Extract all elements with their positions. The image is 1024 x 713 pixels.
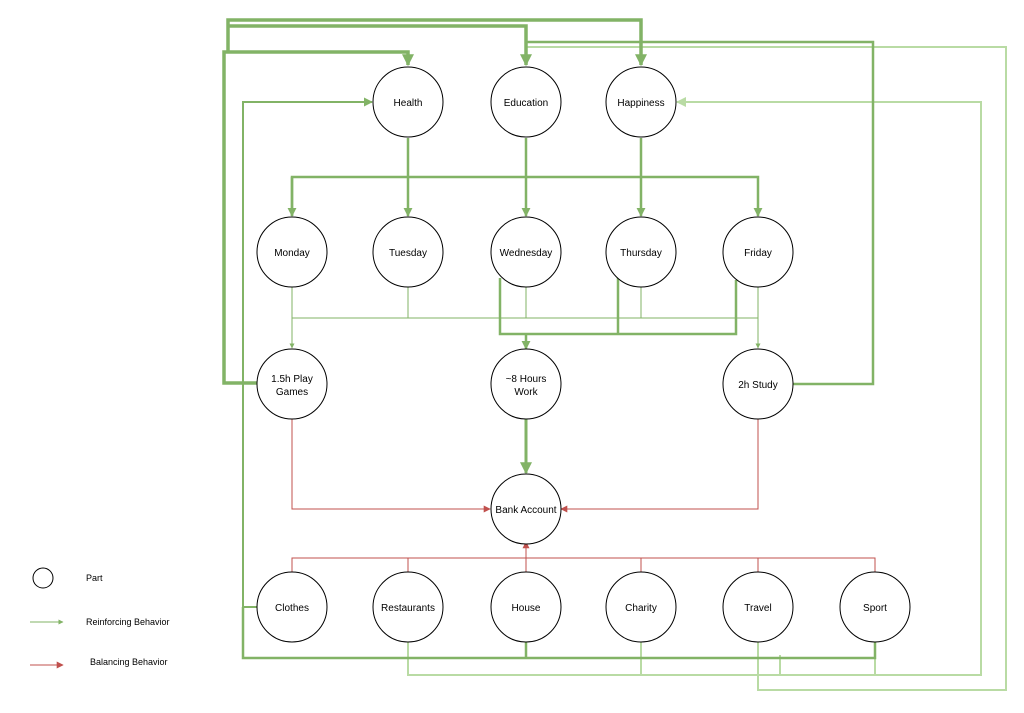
restaurants-label: Restaurants — [381, 603, 435, 614]
restaurants-node[interactable] — [372, 571, 444, 643]
sport-label: Sport — [863, 603, 887, 614]
bank-account-label: Bank Account — [495, 505, 556, 516]
bank-account-node[interactable] — [490, 473, 562, 545]
play-games-node[interactable] — [256, 348, 328, 420]
wednesday-node[interactable] — [490, 216, 562, 288]
thursday-node[interactable] — [605, 216, 677, 288]
legend-part-icon — [32, 567, 54, 589]
education-label: Education — [504, 98, 548, 109]
legend: Part Reinforcing Behavior Balancing Beha… — [30, 567, 170, 669]
play-games-label-line1: 1.5h Play — [271, 374, 313, 385]
weekday-thin-bus — [291, 287, 759, 319]
play-games-label-line2: Games — [276, 387, 308, 398]
clothes-to-health-loop — [242, 97, 373, 608]
happiness-label: Happiness — [617, 98, 664, 109]
house-label: House — [512, 603, 541, 614]
travel-node[interactable] — [722, 571, 794, 643]
weekday-to-work-bus — [498, 274, 738, 336]
friday-node[interactable] — [722, 216, 794, 288]
happiness-node[interactable] — [605, 66, 677, 138]
legend-balancing-label: Balancing Behavior — [90, 657, 168, 667]
monday-node[interactable] — [256, 216, 328, 288]
play-to-bank-arrow — [291, 418, 491, 513]
house-node[interactable] — [490, 571, 562, 643]
study-label: 2h Study — [738, 380, 777, 391]
travel-label: Travel — [744, 603, 771, 614]
study-to-education-loop — [526, 40, 875, 386]
clothes-label: Clothes — [275, 603, 309, 614]
friday-label: Friday — [744, 248, 772, 259]
wednesday-label: Wednesday — [500, 248, 553, 259]
work-label-line1: ~8 Hours — [506, 374, 547, 385]
education-node[interactable] — [490, 66, 562, 138]
legend-part-label: Part — [86, 573, 103, 583]
legend-reinforcing-label: Reinforcing Behavior — [86, 617, 170, 627]
clothes-node[interactable] — [256, 571, 328, 643]
health-label: Health — [394, 98, 423, 109]
charity-node[interactable] — [605, 571, 677, 643]
sport-node[interactable] — [839, 571, 911, 643]
work-node[interactable] — [490, 348, 562, 420]
health-node[interactable] — [372, 66, 444, 138]
work-label-line2: Work — [514, 387, 538, 398]
play-to-health-loop — [222, 50, 414, 385]
house-bottom-loop — [241, 607, 877, 660]
tuesday-node[interactable] — [372, 216, 444, 288]
thursday-label: Thursday — [620, 248, 662, 259]
spending-bus — [291, 557, 876, 575]
tuesday-label: Tuesday — [389, 248, 427, 259]
monday-label: Monday — [274, 248, 310, 259]
play-to-education-loop — [228, 24, 532, 67]
travel-to-education-loop — [526, 46, 1007, 691]
study-to-bank-arrow — [560, 418, 759, 513]
charity-label: Charity — [625, 603, 657, 614]
study-node[interactable] — [722, 348, 794, 420]
